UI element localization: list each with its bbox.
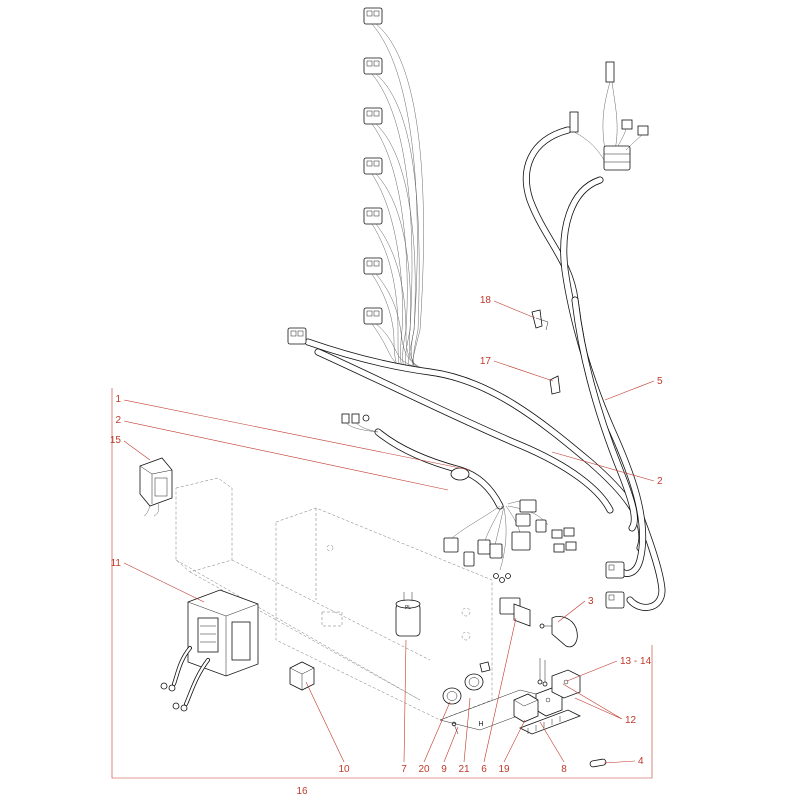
small-plug xyxy=(637,125,649,136)
capacitor-mark: PL xyxy=(405,605,411,611)
connector xyxy=(443,537,459,553)
multi-pin-connector xyxy=(603,145,631,171)
block-10 xyxy=(289,661,315,691)
callout-leader-c9 xyxy=(443,726,459,763)
callout-leader-c20 xyxy=(423,701,451,763)
callout-leader-c1 xyxy=(123,399,471,471)
callout-leader-c2b xyxy=(551,451,655,482)
hose-end-connectors-right xyxy=(605,561,625,609)
callout-leader-c11 xyxy=(123,562,205,603)
connector-block xyxy=(363,207,383,225)
terminal-strip-8 xyxy=(519,709,581,735)
connector-block xyxy=(363,57,383,75)
terminal-21: H xyxy=(478,661,491,728)
connector xyxy=(535,519,547,533)
callout-label-c10: 10 xyxy=(338,764,350,775)
small-plug xyxy=(621,119,633,130)
connector xyxy=(563,527,575,537)
callout-leader-c19 xyxy=(503,719,526,763)
sensor-3 xyxy=(539,616,578,648)
harness-5 xyxy=(522,126,666,611)
callout-label-c21: 21 xyxy=(458,764,470,775)
callout-label-c18: 18 xyxy=(480,295,492,306)
callout-label-c16: 16 xyxy=(296,786,308,797)
connector xyxy=(553,543,565,553)
capacitor-7: PL xyxy=(395,592,421,637)
callout-label-c9: 9 xyxy=(441,764,447,775)
callout-label-c6: 6 xyxy=(481,764,487,775)
callout-leader-c17 xyxy=(493,360,554,382)
callout-label-c8: 8 xyxy=(561,764,567,775)
callout-label-c12: 12 xyxy=(625,715,637,726)
terminal-13-14 xyxy=(537,658,548,687)
callout-leader-c18 xyxy=(493,300,536,319)
connector-block xyxy=(363,107,383,125)
main-hose xyxy=(304,338,646,552)
callout-label-c5: 5 xyxy=(657,376,663,387)
chassis-plate xyxy=(175,477,493,721)
grommet xyxy=(450,467,470,481)
connector-block xyxy=(363,307,383,325)
callout-leader-c4 xyxy=(603,760,636,764)
flat-connector xyxy=(605,61,615,83)
callout-leader-c12 xyxy=(562,683,623,720)
wire-bundle xyxy=(371,23,425,370)
connector-block xyxy=(363,7,383,25)
terminal-block-19 xyxy=(513,693,539,723)
top-right-connectors xyxy=(569,61,649,171)
callout-label-c7: 7 xyxy=(401,764,407,775)
callout-leader-c5 xyxy=(604,380,655,401)
module-15 xyxy=(139,457,173,517)
callout-leader-c6 xyxy=(483,617,517,763)
hose-2 xyxy=(341,413,504,510)
sensor-plug xyxy=(351,413,360,424)
grommets-20 xyxy=(442,673,484,705)
connector xyxy=(489,543,503,559)
callout-label-c20: 20 xyxy=(418,764,430,775)
clip-18 xyxy=(531,309,549,331)
connector xyxy=(551,529,563,539)
callout-label-c4: 4 xyxy=(638,756,644,767)
callout-label-c19: 19 xyxy=(498,764,510,775)
sensor-tip xyxy=(362,414,370,422)
top-connector-stack xyxy=(363,7,425,370)
connector-block xyxy=(363,157,383,175)
callout-label-c13: 13 - 14 xyxy=(620,656,652,667)
clip-17 xyxy=(549,375,561,395)
transformer-11 xyxy=(160,589,259,712)
connector xyxy=(515,513,531,527)
callout-leader-c21 xyxy=(463,697,471,763)
flat-connector xyxy=(569,111,579,133)
connector xyxy=(477,539,491,555)
harness-connector-cluster xyxy=(443,499,577,583)
callout-leader-c10 xyxy=(305,681,345,763)
callout-leader-c7 xyxy=(403,639,407,763)
terminal-block-12 xyxy=(535,669,581,717)
callout-leader-c8 xyxy=(539,721,565,763)
callout-leader-c13 xyxy=(566,660,618,682)
callout-label-c17: 17 xyxy=(480,356,492,367)
callout-label-c2a: 2 xyxy=(115,415,121,426)
connector xyxy=(511,531,531,551)
relay-6 xyxy=(499,597,531,627)
callout-label-c1: 1 xyxy=(115,394,121,405)
fuse-4 xyxy=(589,758,607,768)
connector xyxy=(519,499,537,513)
assembly-16-bracket xyxy=(111,388,653,779)
connector-block xyxy=(363,257,383,275)
callout-leader-c2a xyxy=(123,420,449,491)
connector xyxy=(565,541,577,551)
callout-leader-c3 xyxy=(557,600,586,623)
hose-end-connector xyxy=(287,327,307,345)
callout-leader-c15 xyxy=(123,440,151,461)
connector xyxy=(463,551,475,567)
callout-label-c15: 15 xyxy=(110,435,122,446)
callout-label-c2b: 2 xyxy=(657,476,663,487)
callout-label-c11: 11 xyxy=(111,558,122,569)
sensor-plug xyxy=(341,413,350,424)
callout-label-c3: 3 xyxy=(588,596,594,607)
terminal-mark: H xyxy=(478,721,483,728)
